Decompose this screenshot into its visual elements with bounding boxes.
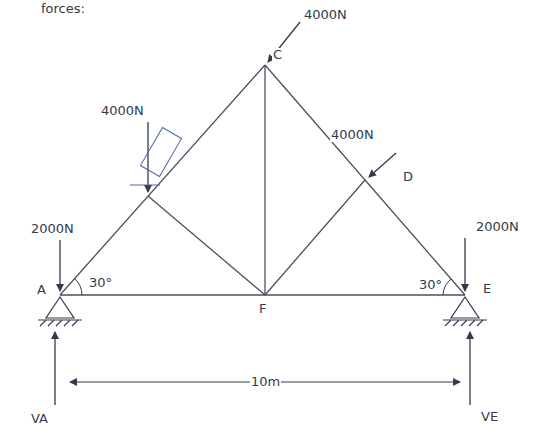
load-label: 4000N bbox=[303, 8, 348, 22]
load-label: 2000N bbox=[30, 222, 75, 236]
reaction-arrows bbox=[55, 332, 470, 405]
joint-label: D bbox=[402, 170, 414, 184]
scribble bbox=[130, 127, 182, 185]
load-label: 4000N bbox=[100, 104, 145, 118]
joint-label: F bbox=[258, 302, 267, 316]
load-label: 2000N bbox=[475, 220, 520, 234]
truss-members bbox=[60, 65, 465, 295]
joint-label: E bbox=[482, 282, 492, 296]
supports bbox=[38, 297, 487, 326]
angle-label: 30° bbox=[418, 278, 443, 292]
reaction-label: VA bbox=[30, 412, 49, 426]
angle-arcs bbox=[75, 279, 451, 295]
joint-label: A bbox=[36, 283, 47, 297]
load-label: 4000N bbox=[330, 128, 375, 142]
heading-text: forces: bbox=[40, 2, 86, 16]
dimension-label: 10m bbox=[250, 375, 281, 389]
angle-label: 30° bbox=[88, 276, 113, 290]
load-arrows bbox=[60, 22, 465, 291]
joint-label: C bbox=[272, 48, 283, 62]
reaction-label: VE bbox=[480, 410, 499, 424]
